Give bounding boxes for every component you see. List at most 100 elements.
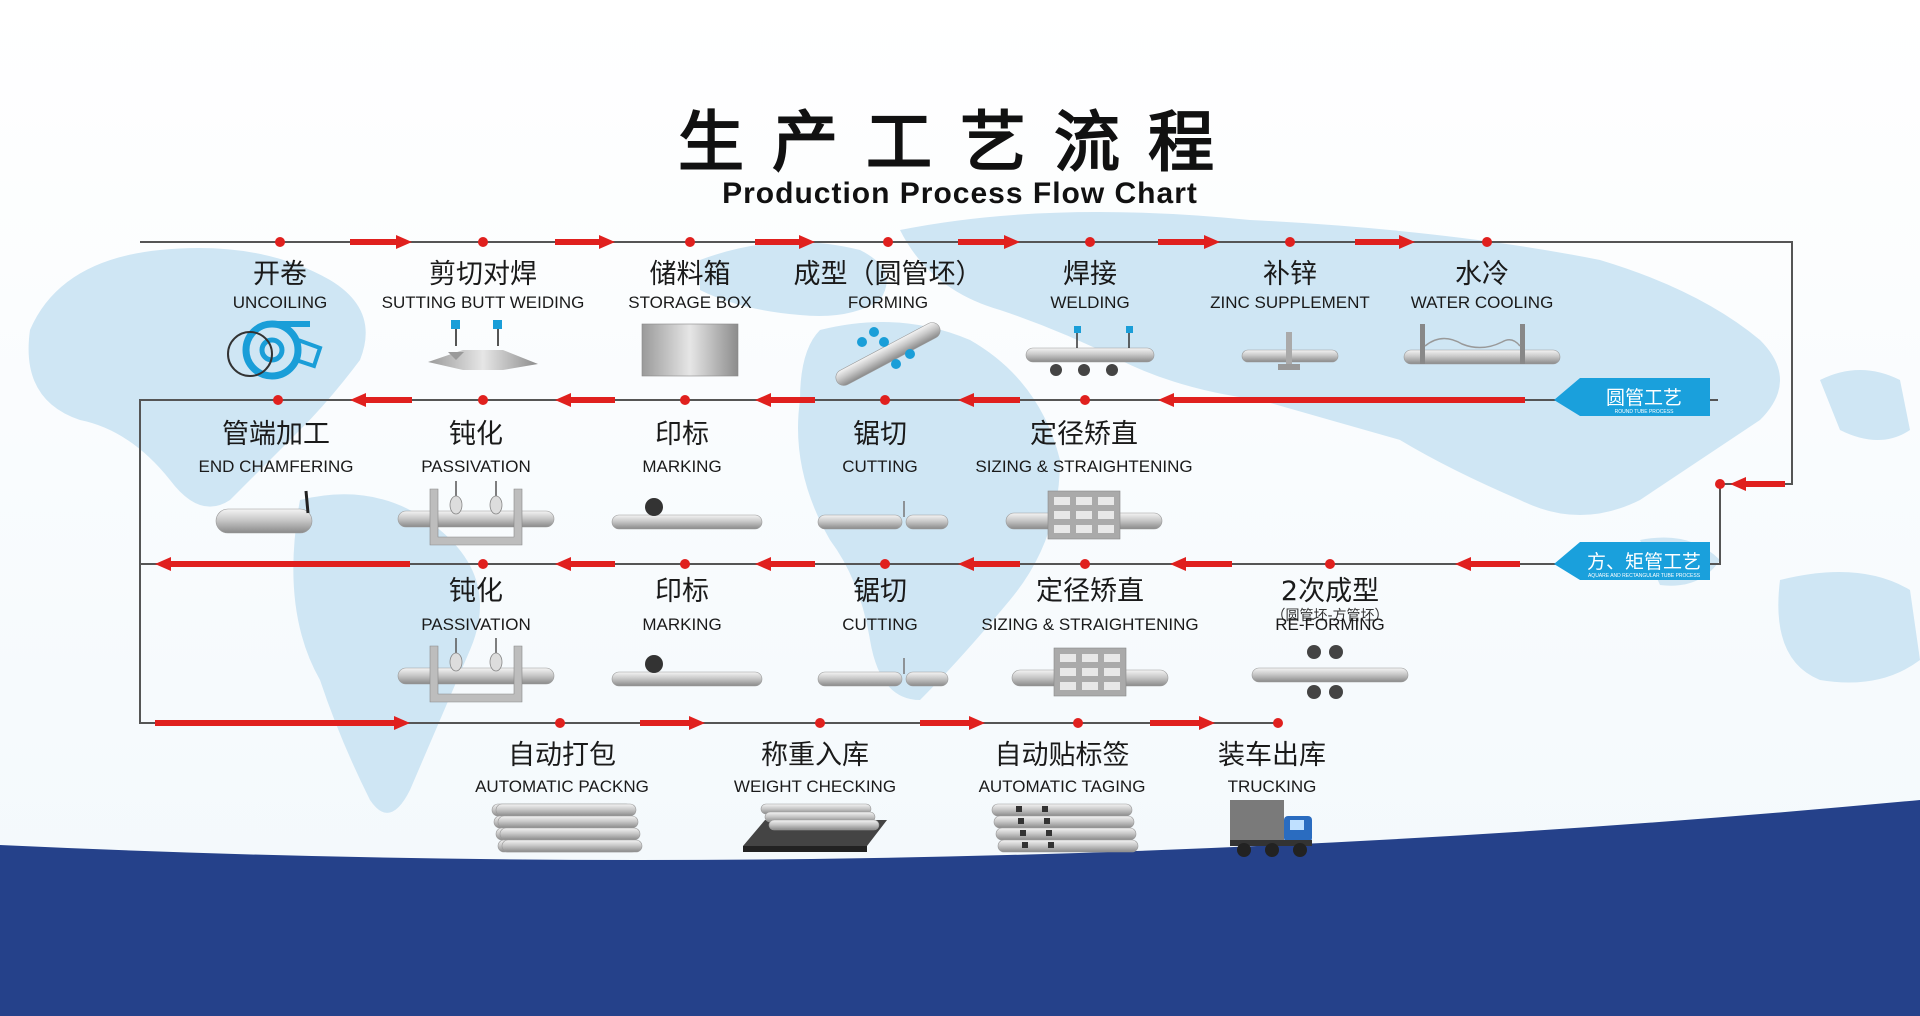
process-step: 管端加工 END CHAMFERING: [199, 419, 354, 534]
flow-arrow: [155, 716, 410, 730]
process-step: 印标 MARKING: [611, 419, 763, 530]
flow-node: [478, 395, 488, 405]
step-label-cn: 锯切: [853, 576, 907, 607]
step-label-en: FORMING: [848, 293, 928, 312]
flow-arrow: [555, 235, 615, 249]
process-step: 水冷 WATER COOLING: [1403, 259, 1561, 365]
flow-line-row3: [140, 484, 1721, 565]
step-label-en: AUTOMATIC TAGING: [979, 777, 1146, 796]
flow-arrow: [1730, 477, 1785, 491]
scale-icon: [743, 803, 887, 852]
flow-arrow: [1170, 557, 1232, 571]
tagged-bundle-icon: [991, 803, 1139, 853]
process-step: 自动打包 AUTOMATIC PACKNG: [475, 740, 649, 853]
step-label-cn: 自动贴标签: [995, 740, 1130, 771]
step-label-cn: 自动打包: [508, 740, 616, 771]
flow-node: [1715, 479, 1725, 489]
flow-nodes: [273, 237, 1725, 728]
step-label-cn: 补锌: [1263, 259, 1317, 290]
process-step: 开卷 UNCOILING: [227, 259, 327, 380]
step-label-en: AUTOMATIC PACKNG: [475, 777, 649, 796]
cutting-icon: [817, 501, 949, 530]
step-label-cn: 定径矫直: [1030, 419, 1138, 450]
step-label-en: SUTTING BUTT WEIDING: [382, 293, 585, 312]
flow-arrow: [958, 393, 1020, 407]
step-label-en: UNCOILING: [233, 293, 327, 312]
flow-arrows: [155, 235, 1785, 730]
bottom-band: [0, 800, 1920, 1016]
step-label-cn: 管端加工: [222, 419, 330, 450]
uncoiler-icon: [227, 320, 323, 380]
step-label-cn: 定径矫直: [1036, 576, 1144, 607]
step-label-en: WELDING: [1050, 293, 1129, 312]
step-label-en: TRUCKING: [1228, 777, 1317, 796]
step-label-cn: 钝化: [449, 576, 503, 607]
flow-node: [815, 718, 825, 728]
flow-arrow: [755, 557, 815, 571]
flow-node: [880, 395, 890, 405]
step-label-en: WATER COOLING: [1411, 293, 1554, 312]
square-tube-tag-label: 方、矩管工艺: [1587, 551, 1701, 573]
chamfer-icon: [215, 490, 313, 534]
step-label-cn: 剪切对焊: [429, 259, 537, 290]
reforming-icon: [1251, 645, 1409, 699]
flow-node: [883, 237, 893, 247]
water-cooling-icon: [1403, 324, 1561, 365]
flow-node: [1482, 237, 1492, 247]
step-label-cn: 成型（圆管坯）: [794, 259, 983, 290]
step-label-en: MARKING: [642, 457, 721, 476]
step-label-cn: 印标: [655, 576, 709, 607]
process-step: 成型（圆管坯） FORMING: [794, 259, 983, 386]
step-label-cn: 开卷: [253, 259, 307, 290]
flow-node: [555, 718, 565, 728]
flow-arrow: [555, 557, 615, 571]
flow-arrow: [755, 393, 815, 407]
flow-node: [273, 395, 283, 405]
step-label-cn: 锯切: [853, 419, 907, 450]
step-label-cn: 印标: [655, 419, 709, 450]
process-step: 剪切对焊 SUTTING BUTT WEIDING: [382, 259, 585, 370]
flow-arrow: [920, 716, 985, 730]
step-label-en: CUTTING: [842, 615, 918, 634]
flow-arrow: [1455, 557, 1520, 571]
step-label-cn: 称重入库: [761, 740, 869, 771]
flow-node: [1273, 718, 1283, 728]
forming-icon: [835, 322, 941, 386]
flow-arrow: [958, 557, 1020, 571]
step-label-en: PASSIVATION: [421, 457, 531, 476]
step-label-en: ZINC SUPPLEMENT: [1210, 293, 1370, 312]
passivation-icon: [397, 638, 555, 703]
process-step: 焊接 WELDING: [1025, 259, 1155, 376]
marking-icon: [611, 655, 763, 687]
flow-node: [1080, 559, 1090, 569]
step-label-cn: 焊接: [1063, 259, 1117, 290]
process-step: 定径矫直 SIZING & STRAIGHTENING: [981, 576, 1199, 697]
sizing-icon: [1005, 490, 1163, 540]
page-subtitle: Production Process Flow Chart: [722, 177, 1198, 210]
zinc-icon: [1241, 332, 1339, 370]
flow-arrow: [640, 716, 705, 730]
butt-weld-icon: [428, 320, 538, 370]
round-tube-tag-sub: ROUND TUBE PROCESS: [1615, 409, 1674, 415]
step-label-en: END CHAMFERING: [199, 457, 354, 476]
flow-node: [685, 237, 695, 247]
flow-node: [478, 237, 488, 247]
flow-arrow: [958, 235, 1020, 249]
flow-arrow: [1158, 393, 1525, 407]
flow-node: [275, 237, 285, 247]
step-label-cn: 2次成型: [1281, 576, 1379, 607]
square-tube-tag-sub: AQUARE AND RECTANGULAR TUBE PROCESS: [1588, 573, 1701, 579]
process-step: 印标 MARKING: [611, 576, 763, 687]
sizing-icon: [1011, 647, 1169, 697]
flow-arrow: [350, 393, 412, 407]
flow-node: [680, 395, 690, 405]
flow-arrow: [350, 235, 412, 249]
step-label-en: SIZING & STRAIGHTENING: [981, 615, 1198, 634]
flow-line-row4: [139, 564, 1280, 724]
step-label-cn: 水冷: [1455, 259, 1509, 290]
step-label-en: MARKING: [642, 615, 721, 634]
truck-icon: [1230, 800, 1312, 857]
